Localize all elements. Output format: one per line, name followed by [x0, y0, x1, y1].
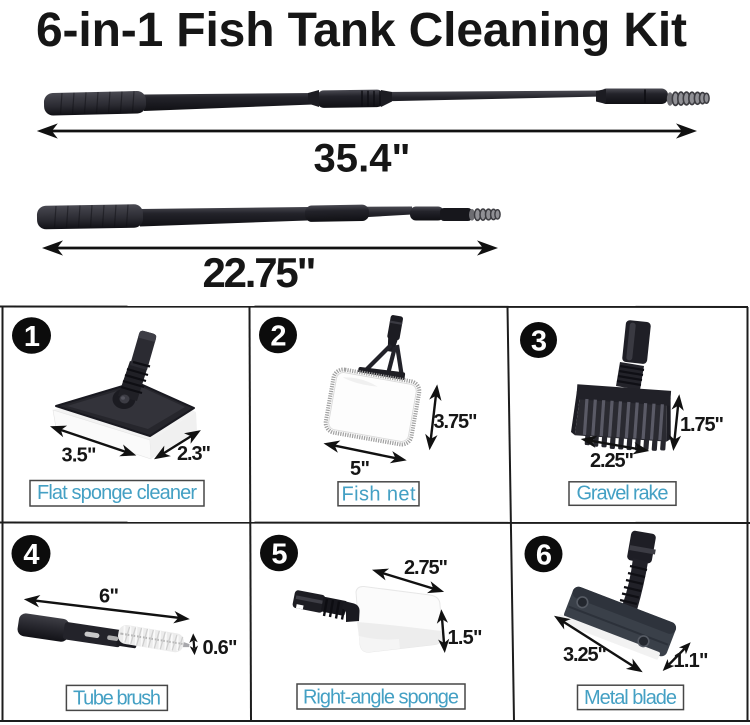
svg-text:Gravel rake: Gravel rake: [577, 483, 669, 505]
svg-text:2.25": 2.25": [590, 450, 634, 472]
svg-text:5": 5": [350, 458, 370, 480]
svg-text:6: 6: [536, 540, 552, 572]
svg-text:22.75": 22.75": [203, 249, 317, 296]
svg-text:2: 2: [270, 321, 286, 353]
svg-text:Flat sponge cleaner: Flat sponge cleaner: [37, 482, 197, 504]
svg-text:6-in-1 Fish Tank Cleaning Kit: 6-in-1 Fish Tank Cleaning Kit: [36, 4, 687, 57]
svg-text:5: 5: [271, 539, 287, 571]
svg-text:Tube brush: Tube brush: [73, 688, 161, 710]
svg-text:3.75": 3.75": [434, 411, 478, 433]
svg-text:35.4": 35.4": [314, 137, 411, 181]
svg-text:0.6": 0.6": [203, 637, 238, 659]
svg-text:Right-angle sponge: Right-angle sponge: [303, 687, 459, 709]
svg-text:3.25": 3.25": [563, 644, 607, 666]
svg-text:1.1": 1.1": [674, 650, 709, 672]
svg-text:6": 6": [99, 586, 119, 608]
svg-text:Fish net: Fish net: [342, 484, 416, 506]
svg-text:1.5": 1.5": [448, 627, 483, 649]
svg-text:3.5": 3.5": [62, 445, 97, 467]
svg-text:2.3": 2.3": [177, 443, 211, 465]
svg-text:3: 3: [531, 326, 547, 358]
svg-text:1: 1: [24, 321, 40, 353]
svg-text:Metal blade: Metal blade: [584, 687, 677, 709]
svg-text:1.75": 1.75": [680, 414, 724, 436]
svg-text:2.75": 2.75": [404, 557, 448, 579]
svg-text:4: 4: [23, 539, 39, 571]
